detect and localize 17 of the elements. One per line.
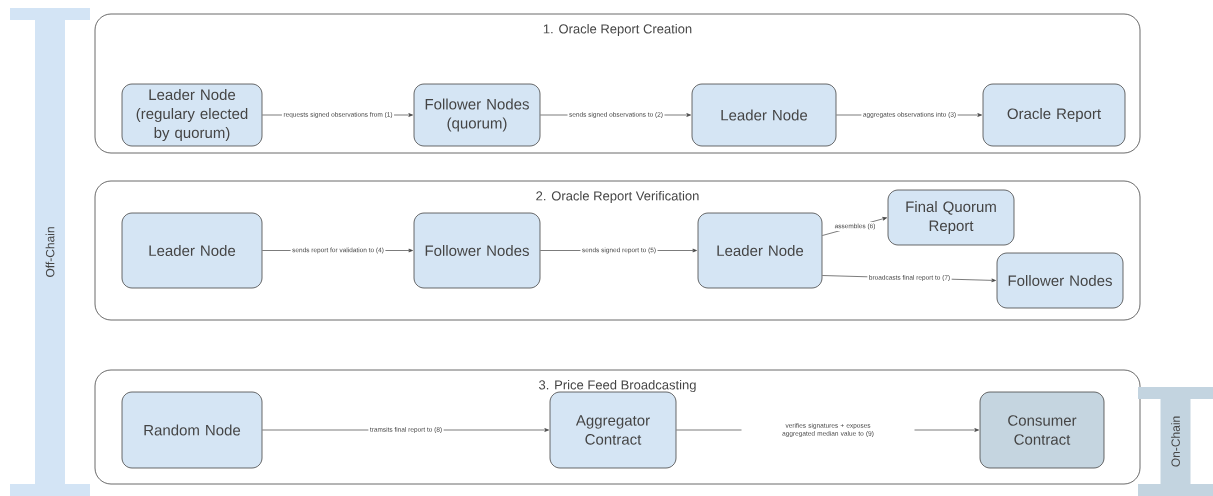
panel-title: 1. Oracle Report Creation xyxy=(543,23,692,37)
process-box: Leader Node xyxy=(691,83,837,147)
process-box: Leader Node xyxy=(697,212,823,289)
process-box: Leader Node xyxy=(121,212,263,289)
process-box: Aggregator Contract xyxy=(549,391,677,469)
process-box: Follower Nodes (quorum) xyxy=(413,83,541,147)
process-box: Final Quorum Report xyxy=(887,189,1015,246)
process-box: Random Node xyxy=(121,391,263,469)
process-box: Consumer Contract xyxy=(979,391,1105,469)
process-box: Follower Nodes xyxy=(413,212,541,289)
bracket-bar: Off-Chain xyxy=(10,8,90,496)
process-box: Leader Node (regulary elected by quorum) xyxy=(121,83,263,147)
bracket-bar: On-Chain xyxy=(1138,387,1213,496)
panel-title: 3. Price Feed Broadcasting xyxy=(539,379,696,393)
process-box: Follower Nodes xyxy=(996,252,1124,309)
process-box: Oracle Report xyxy=(982,83,1126,147)
panel-title: 2. Oracle Report Verification xyxy=(536,190,699,204)
